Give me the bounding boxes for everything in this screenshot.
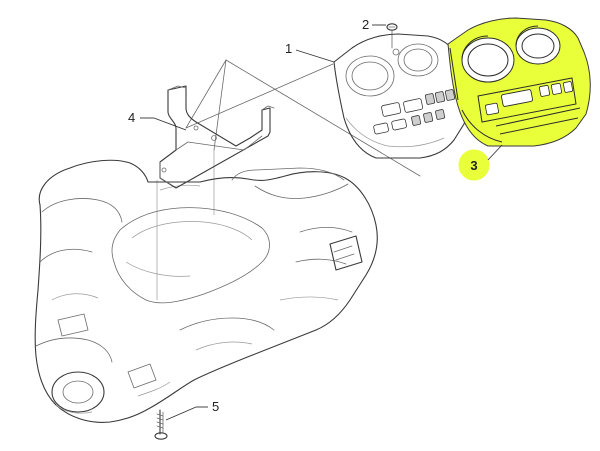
mounting-bracket xyxy=(159,85,275,189)
screw-5 xyxy=(154,409,168,440)
callout-1: 1 xyxy=(285,41,335,63)
callout-4: 4 xyxy=(128,110,187,131)
svg-text:2: 2 xyxy=(362,17,369,32)
callout-5: 5 xyxy=(165,399,219,421)
instrument-cover-1 xyxy=(333,33,469,159)
svg-text:5: 5 xyxy=(212,399,219,414)
callout-2: 2 xyxy=(362,17,386,32)
svg-text:1: 1 xyxy=(285,41,292,56)
svg-text:4: 4 xyxy=(128,110,135,125)
instrument-cover-3-highlighted xyxy=(447,17,591,147)
screw-2 xyxy=(386,23,398,49)
projection-lines xyxy=(156,59,421,300)
callout-3-highlight-badge xyxy=(458,149,490,181)
callout-3: 3 xyxy=(458,144,503,181)
handlebar-cover xyxy=(34,159,378,423)
svg-text:3: 3 xyxy=(470,158,477,173)
